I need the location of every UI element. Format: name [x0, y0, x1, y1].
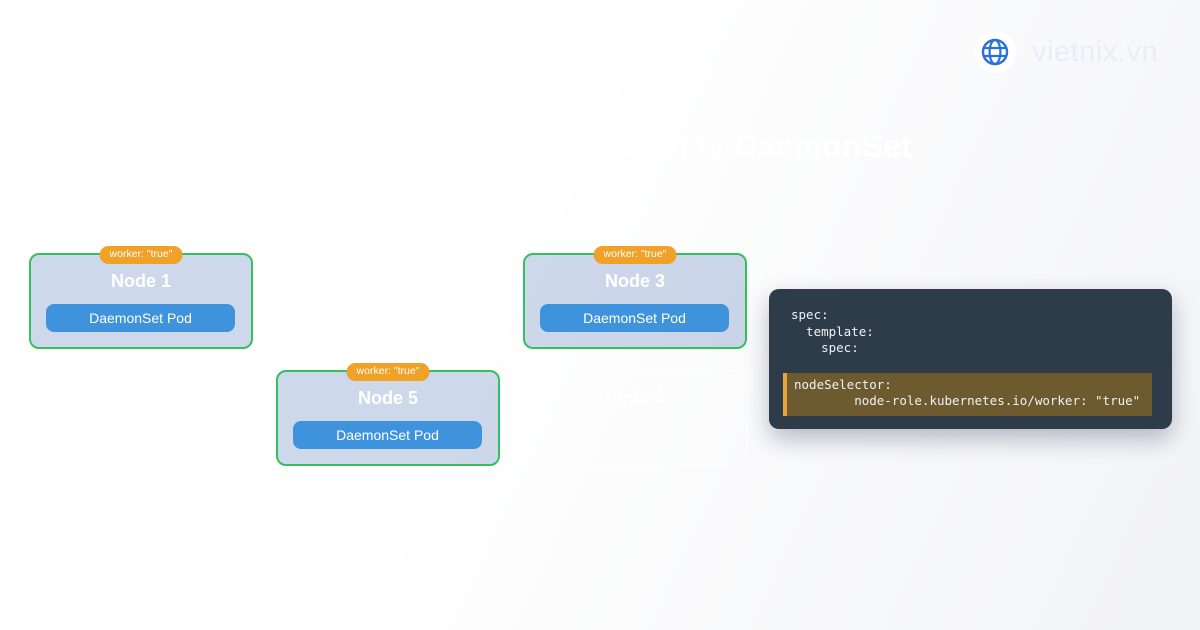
node-grid: worker: "true" Node 1 DaemonSet Pod Node…	[29, 246, 747, 466]
node-card-6: Node 6	[523, 370, 747, 466]
node-label: Node 6	[604, 387, 665, 407]
code-line: template:	[791, 323, 874, 339]
code-line: nodeSelector:	[794, 376, 892, 392]
site-domain: vietnix.vn	[1032, 35, 1158, 68]
worker-badge: worker: "true"	[593, 246, 677, 264]
node-label: Node 3	[604, 271, 665, 291]
globe-icon	[974, 31, 1017, 73]
code-line: spec:	[791, 340, 859, 355]
node-label: Node 4	[110, 387, 171, 407]
site-url: vietnix.vn	[974, 31, 1158, 73]
node-label: Node 2	[357, 270, 418, 290]
code-line: spec:	[791, 307, 829, 322]
worker-badge: worker: "true"	[346, 363, 430, 381]
brand-logo: VIETNIX	[28, 20, 227, 76]
daemonset-pod-chip: DaemonSet Pod	[46, 304, 235, 332]
header: VIETNIX vietnix.vn	[0, 0, 1200, 95]
node-label: Node 1	[110, 271, 171, 291]
node-label: Node 5	[357, 388, 418, 408]
node-card-5: worker: "true" Node 5 DaemonSet Pod	[276, 363, 500, 466]
stacked-layers-icon	[28, 20, 85, 76]
node-card-1: worker: "true" Node 1 DaemonSet Pod	[29, 246, 253, 349]
node-card-4: Node 4	[29, 370, 253, 466]
node-card-3: worker: "true" Node 3 DaemonSet Pod	[523, 246, 747, 349]
yaml-code-card: spec: template: spec: nodeSelector: node…	[769, 289, 1172, 429]
node-card-2: Node 2	[276, 253, 500, 349]
node-selector-highlight: nodeSelector: node-role.kubernetes.io/wo…	[783, 372, 1152, 416]
brand-name: VIETNIX	[97, 32, 227, 63]
code-line: node-role.kubernetes.io/worker: "true"	[794, 393, 1141, 408]
worker-badge: worker: "true"	[99, 246, 183, 264]
page-title: Giới hạn phạm vi Node chạy DaemonSet	[288, 128, 912, 164]
daemonset-pod-chip: DaemonSet Pod	[540, 304, 729, 332]
daemonset-pod-chip: DaemonSet Pod	[293, 421, 482, 449]
